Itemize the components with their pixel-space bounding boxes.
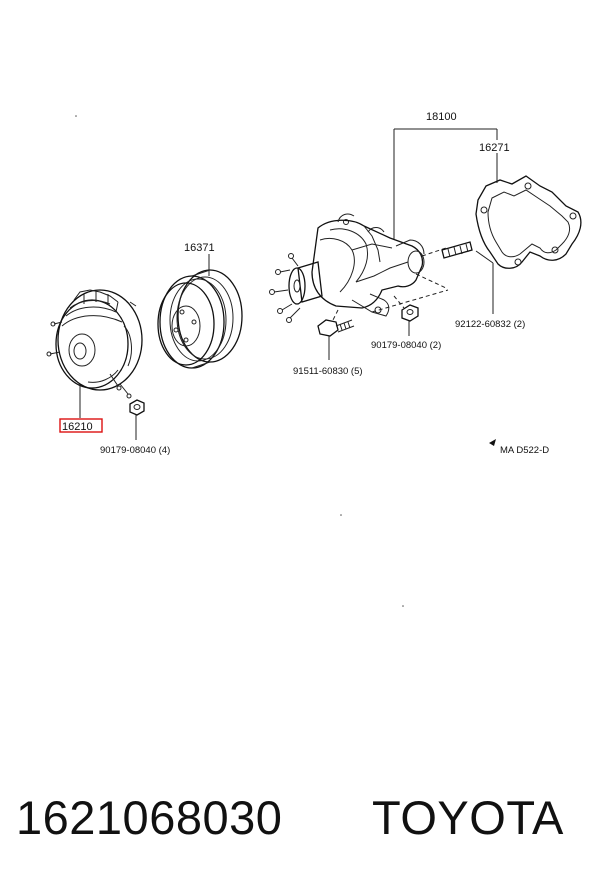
footer: 1621068030 TOYOTA [0,790,600,860]
parts-diagram: 18100 16271 16371 92122-60832 (2) 90179-… [46,111,582,607]
stud-drawing [441,241,473,259]
leader-lines [79,128,498,440]
water-pump-drawing [269,213,449,323]
highlight-box [59,418,103,433]
part-number: 1621068030 [16,791,283,844]
label-ref-code: MA D522-D [500,445,549,456]
label-pulley: 16371 [184,242,215,254]
fan-clutch-drawing [46,289,143,399]
gasket-drawing [475,175,582,269]
label-bolt: 91511-60830 (5) [293,366,363,377]
label-fan-clutch: 16210 [62,421,93,433]
pulley-drawing [157,269,243,369]
ref-arrow-icon [489,439,496,446]
brand-name: TOYOTA [372,791,564,844]
label-clutch-nut: 90179-08040 (4) [100,445,170,456]
label-pump-nut: 90179-08040 (2) [371,340,441,351]
pump-nut-drawing [401,304,419,322]
label-water-pump-assy: 18100 [426,111,457,123]
clutch-nut-drawing [129,399,145,416]
label-stud: 92122-60832 (2) [455,319,525,330]
bolt-drawing [317,319,355,337]
label-gasket: 16271 [479,142,510,154]
